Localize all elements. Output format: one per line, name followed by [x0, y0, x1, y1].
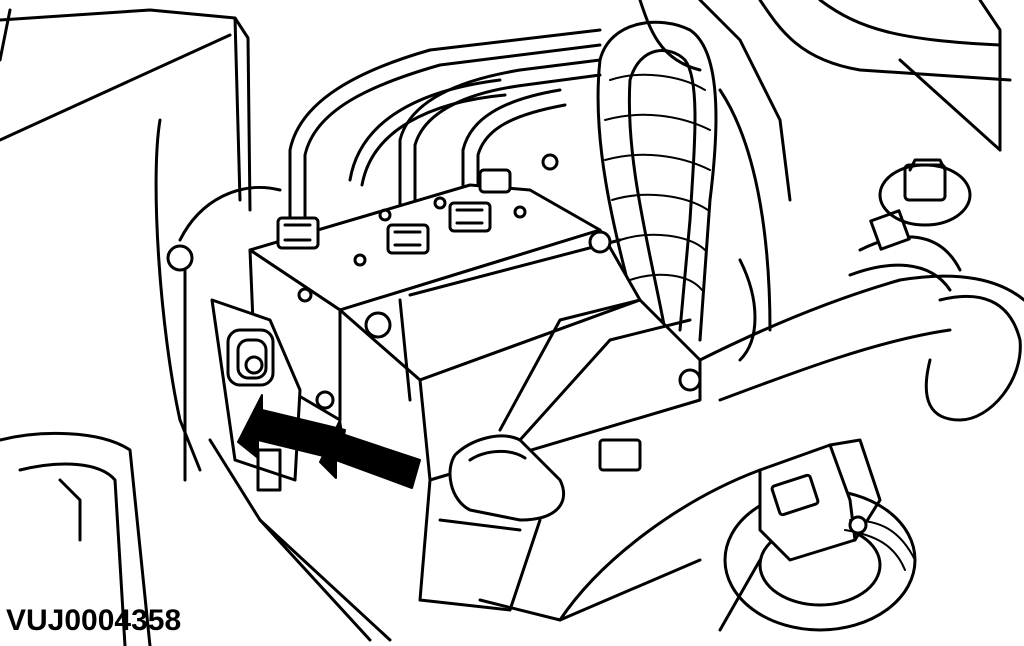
- figure-reference-code: VUJ0004358: [6, 604, 182, 637]
- abs-module-connector: [448, 298, 692, 522]
- bolt-1: [364, 311, 392, 339]
- mounting-bracket: [154, 118, 392, 642]
- bolt-4: [678, 368, 702, 392]
- abs-hydraulic-unit: [166, 153, 702, 622]
- engine-block-top-right: [638, 0, 1012, 202]
- body-panel-top-left: [0, 8, 252, 212]
- bolt-3: [166, 244, 194, 272]
- pipe-fitting-4: [478, 168, 512, 194]
- pipe-fitting-1: [276, 216, 320, 250]
- vacuum-hose-right: [848, 158, 972, 292]
- brake-lines: [288, 28, 602, 232]
- pipe-fitting-3: [448, 201, 492, 233]
- bleed-screw: [541, 153, 559, 171]
- arrow-icon-2: [319, 419, 421, 489]
- inner-fender: [0, 431, 152, 646]
- wiring-loom: [596, 20, 772, 362]
- sensor-connector: [723, 438, 917, 632]
- pipe-fitting-2: [386, 223, 430, 255]
- bolt-2: [588, 230, 612, 254]
